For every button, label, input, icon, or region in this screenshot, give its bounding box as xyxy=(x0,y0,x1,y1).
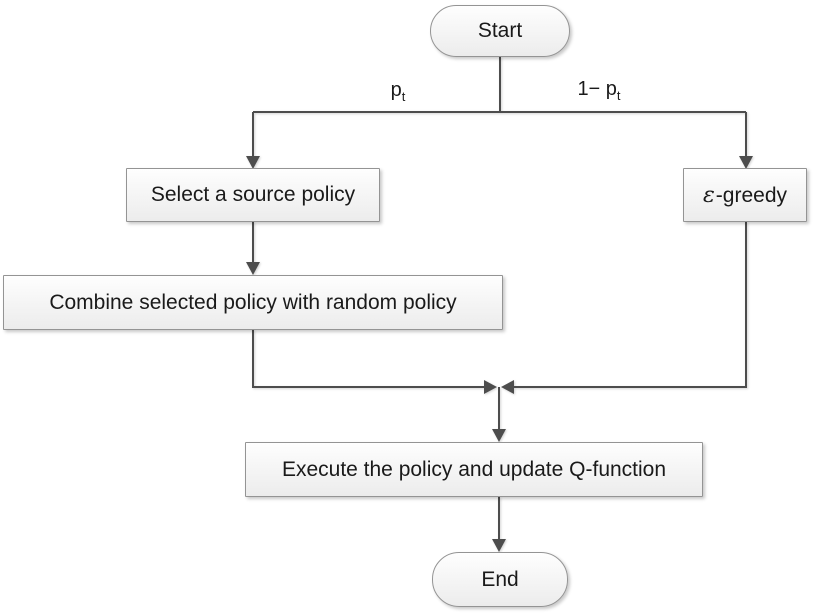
execute-update-node: Execute the policy and update Q-function xyxy=(245,442,703,497)
execute-update-label: Execute the policy and update Q-function xyxy=(281,457,667,481)
combine-policy-node: Combine selected policy with random poli… xyxy=(3,275,503,330)
epsilon-greedy-label: ε-greedy xyxy=(702,182,787,208)
arrowhead-into-execute xyxy=(492,429,506,442)
start-node: Start xyxy=(430,5,570,57)
epsilon-greedy-node: ε-greedy xyxy=(683,168,807,222)
combine-policy-label: Combine selected policy with random poli… xyxy=(49,290,457,314)
arrowhead-left-branch-down xyxy=(246,156,260,169)
start-label: Start xyxy=(477,19,523,42)
left-branch-probability-label: pt xyxy=(390,79,406,104)
arrowhead-right-branch-down xyxy=(739,156,753,169)
end-node: End xyxy=(432,552,568,607)
arrowhead-merge-from-left xyxy=(484,380,497,394)
edge-epsilon-to-merge xyxy=(514,222,747,388)
right-branch-probability-label: 1− pt xyxy=(577,78,621,103)
select-source-policy-label: Select a source policy xyxy=(150,183,356,206)
end-label: End xyxy=(481,567,519,591)
epsilon-symbol: ε xyxy=(702,182,715,208)
select-source-policy-node: Select a source policy xyxy=(126,168,380,222)
edge-combine-to-merge xyxy=(252,330,484,388)
arrowhead-select-to-combine xyxy=(246,262,260,275)
arrowhead-into-end xyxy=(492,539,506,552)
arrowhead-merge-from-right xyxy=(501,380,514,394)
